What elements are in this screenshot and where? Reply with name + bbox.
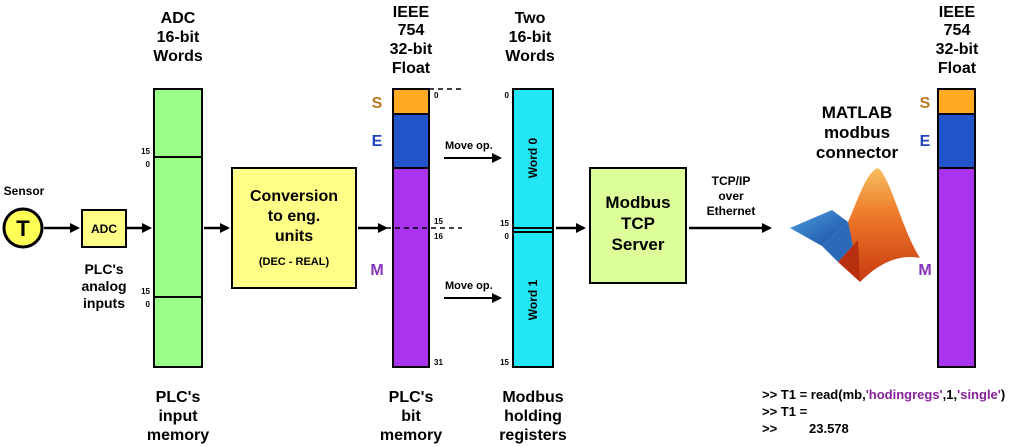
modbus-server-line1: Modbus — [605, 193, 670, 212]
modbus-server-line2: TCP — [621, 214, 655, 233]
holding-line3: registers — [499, 427, 567, 444]
float-right-sign — [937, 88, 976, 115]
heading-adc-line2: 16-bit — [157, 29, 200, 46]
code-line1-prefix: >> T1 = read(mb, — [762, 387, 866, 402]
float-left-exponent — [392, 113, 430, 169]
modbus-server-label: Modbus TCP Server — [605, 193, 670, 254]
adc-tick-0-b: 0 — [146, 300, 151, 309]
code-line1-mid: ,1, — [943, 387, 957, 402]
code-line-2: >> T1 = — [762, 404, 808, 419]
input-memory-line3: memory — [147, 427, 209, 444]
matlab-line1: MATLAB — [822, 103, 893, 122]
sensor-label: Sensor — [4, 184, 45, 198]
conversion-line2: to eng. — [268, 208, 320, 225]
code-line-1: >> T1 = read(mb,'hodingregs',1,'single') — [762, 387, 1005, 402]
heading-adc-line3: Words — [153, 48, 203, 65]
matlab-logo-icon — [790, 168, 920, 282]
conversion-box — [231, 167, 357, 289]
input-memory-line2: input — [158, 408, 198, 425]
plc-analog-label: PLC's analog inputs — [81, 261, 126, 311]
heading-two-words: Two 16-bit Words — [505, 10, 555, 65]
heading-two-line2: 16-bit — [509, 29, 552, 46]
word-1-label: Word 1 — [526, 279, 540, 320]
heading-ieee-right: IEEE 754 32-bit Float — [936, 4, 979, 77]
tcp-line1: TCP/IP — [712, 174, 751, 188]
word-tick-0-b: 0 — [505, 232, 510, 241]
word-tick-15-b: 15 — [500, 358, 509, 367]
float-left-letter-s: S — [372, 95, 383, 112]
adc-tick-15-a: 15 — [141, 147, 150, 156]
adc-box — [81, 209, 127, 248]
matlab-line2: modbus — [824, 123, 890, 142]
word-tick-15-a: 15 — [500, 219, 509, 228]
heading-ieee-left-line2: 754 — [398, 22, 425, 39]
code-line-3-prompt: >> — [762, 421, 778, 436]
adc-tick-15-b: 15 — [141, 287, 150, 296]
code-line1-arg1: 'hodingregs' — [866, 387, 943, 402]
conversion-line1: Conversion — [250, 188, 338, 205]
float-tick-16: 16 — [434, 232, 443, 241]
float-left-sign — [392, 88, 430, 115]
holding-line1: Modbus — [502, 389, 563, 406]
move-op-top-label: Move op. — [445, 140, 493, 152]
bit-memory-line2: bit — [401, 408, 421, 425]
input-memory-column — [153, 88, 203, 368]
float-right-letter-s: S — [920, 95, 931, 112]
float-right-letter-e: E — [920, 133, 931, 150]
adc-box-label: ADC — [91, 222, 117, 236]
heading-ieee-left-line4: Float — [392, 60, 431, 77]
matlab-label: MATLAB modbus connector — [816, 103, 899, 162]
heading-ieee-right-line1: IEEE — [939, 4, 976, 21]
move-op-bottom-label: Move op. — [445, 280, 493, 292]
code-line1-suffix: ) — [1001, 387, 1005, 402]
adc-tick-0-a: 0 — [146, 160, 151, 169]
heading-ieee-right-line3: 32-bit — [936, 41, 979, 58]
heading-ieee-right-line2: 754 — [944, 22, 971, 39]
heading-two-line1: Two — [515, 10, 546, 27]
heading-ieee-left-line1: IEEE — [393, 4, 430, 21]
float-right-letter-m: M — [918, 262, 931, 279]
bit-memory-line3: memory — [380, 427, 442, 444]
tcp-line2: over — [718, 189, 744, 203]
holding-registers-label: Modbus holding registers — [499, 389, 567, 444]
code-line-3-value: 23.578 — [809, 421, 849, 436]
sensor-symbol: T — [16, 216, 30, 241]
input-memory-line1: PLC's — [156, 389, 201, 406]
float-left-letter-e: E — [372, 133, 383, 150]
conversion-line3: units — [275, 228, 313, 245]
modbus-server-box — [589, 167, 687, 284]
matlab-line3: connector — [816, 143, 899, 162]
plc-analog-line2: analog — [81, 278, 126, 294]
heading-adc-line1: ADC — [161, 10, 196, 27]
float-tick-31: 31 — [434, 358, 443, 367]
code-line1-arg2: 'single' — [957, 387, 1001, 402]
word-tick-0-a: 0 — [505, 91, 510, 100]
tcp-label: TCP/IP over Ethernet — [707, 174, 756, 218]
tcp-line3: Ethernet — [707, 204, 756, 218]
plc-analog-line3: inputs — [83, 295, 125, 311]
sensor-t-icon: T — [2, 207, 44, 249]
word-0-label: Word 0 — [526, 137, 540, 178]
float-right-exponent — [937, 113, 976, 169]
float-tick-0: 0 — [434, 91, 439, 100]
bit-memory-line1: PLC's — [389, 389, 434, 406]
float-right-mantissa — [937, 167, 976, 368]
holding-line2: holding — [504, 408, 562, 425]
plc-analog-line1: PLC's — [84, 261, 123, 277]
float-left-letter-m: M — [370, 262, 383, 279]
conversion-label: Conversion to eng. units — [250, 188, 338, 245]
heading-ieee-right-line4: Float — [938, 60, 977, 77]
heading-ieee-left-line3: 32-bit — [390, 41, 433, 58]
heading-two-line3: Words — [505, 48, 555, 65]
heading-ieee-left: IEEE 754 32-bit Float — [390, 4, 433, 77]
input-memory-label: PLC's input memory — [147, 389, 209, 444]
conversion-subtitle: (DEC - REAL) — [259, 256, 330, 268]
bit-memory-label: PLC's bit memory — [380, 389, 442, 444]
modbus-server-line3: Server — [612, 235, 665, 254]
float-left-mantissa — [392, 167, 430, 368]
heading-adc-words: ADC 16-bit Words — [153, 10, 203, 65]
float-tick-15: 15 — [434, 217, 443, 226]
